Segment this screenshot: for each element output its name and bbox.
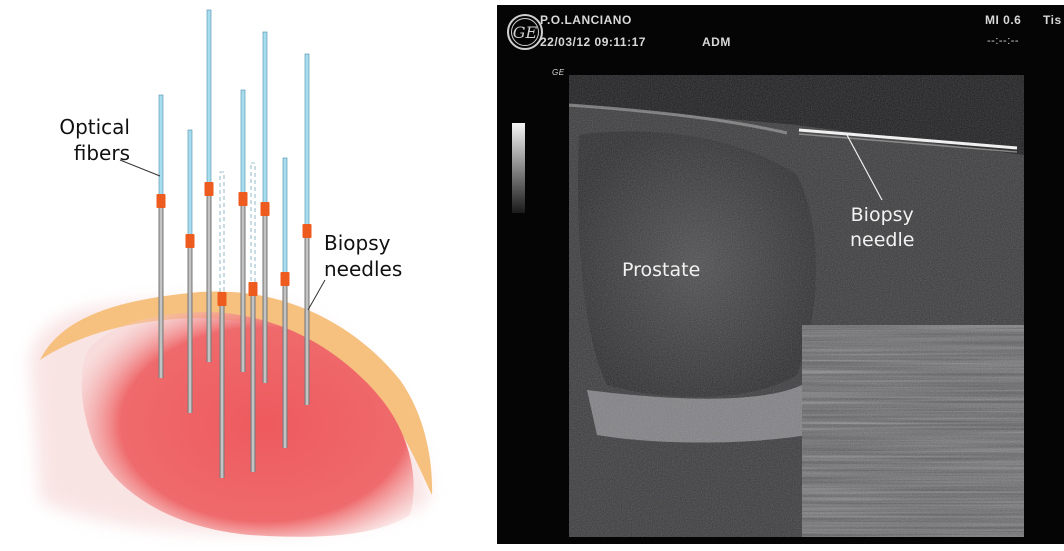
svg-text:GE: GE: [513, 23, 538, 42]
biopsy-needle: [283, 278, 288, 448]
mi-value: MI 0.6: [985, 13, 1021, 27]
biopsy-needle: [263, 208, 268, 383]
tis-value: --:--:--: [987, 35, 1019, 47]
scan-field: [569, 75, 1024, 537]
schematic-panel: Optical fibers Biopsy needles: [0, 0, 480, 547]
fiber-connector: [157, 194, 166, 208]
biopsy-needles-line-1: Biopsy: [324, 230, 402, 256]
biopsy-needle: [159, 200, 164, 378]
optical-fiber: [241, 90, 245, 198]
optical-fibers-label: Optical fibers: [56, 114, 130, 166]
probe-tag: GE: [552, 68, 565, 77]
fiber-connector: [249, 282, 258, 296]
optical-fiber: [263, 32, 267, 208]
optical-fiber: [159, 95, 163, 200]
schematic-illustration: [0, 0, 480, 547]
biopsy-needle: [305, 230, 310, 405]
biopsy-needle: [251, 288, 256, 472]
ge-logo: GE: [508, 15, 542, 49]
biopsy-needle: [241, 198, 246, 372]
biopsy-needle: [207, 188, 212, 362]
fiber-connector: [218, 292, 227, 306]
optical-fiber: [220, 172, 224, 298]
optical-fiber: [283, 158, 287, 278]
biopsy-needle-line-1: Biopsy: [850, 203, 914, 228]
optical-fiber: [207, 10, 211, 188]
biopsy-needles-leader: [308, 280, 325, 310]
fiber-connector: [239, 192, 248, 206]
fiber-connector: [281, 272, 290, 286]
gray-scale-bar: [512, 123, 525, 213]
biopsy-needle-label: Biopsy needle: [850, 203, 914, 253]
ultrasound-image: GE: [497, 5, 1064, 544]
site-name: P.O.LANCIANO: [540, 13, 632, 27]
optical-fibers-line-2: fibers: [56, 140, 130, 166]
biopsy-needle: [220, 298, 225, 478]
biopsy-needles-label: Biopsy needles: [324, 230, 402, 282]
fiber-connector: [205, 182, 214, 196]
optical-fiber: [251, 163, 255, 288]
optical-fibers-line-1: Optical: [56, 114, 130, 140]
prostate-label: Prostate: [622, 258, 700, 283]
operator: ADM: [702, 35, 731, 49]
optical-fiber: [188, 130, 192, 240]
fiber-connector: [186, 234, 195, 248]
biopsy-needle: [188, 240, 193, 413]
fiber-connector: [261, 202, 270, 216]
ultrasound-panel: GE P.O.LANCIANO 22/03/12 09:11:17 ADM MI…: [497, 5, 1064, 544]
biopsy-needles-line-2: needles: [324, 256, 402, 282]
date-time: 22/03/12 09:11:17: [540, 35, 646, 49]
fiber-connector: [303, 224, 312, 238]
optical-fiber: [305, 54, 309, 230]
biopsy-needle-line-2: needle: [850, 228, 914, 253]
tis-label: Tis: [1043, 13, 1062, 27]
